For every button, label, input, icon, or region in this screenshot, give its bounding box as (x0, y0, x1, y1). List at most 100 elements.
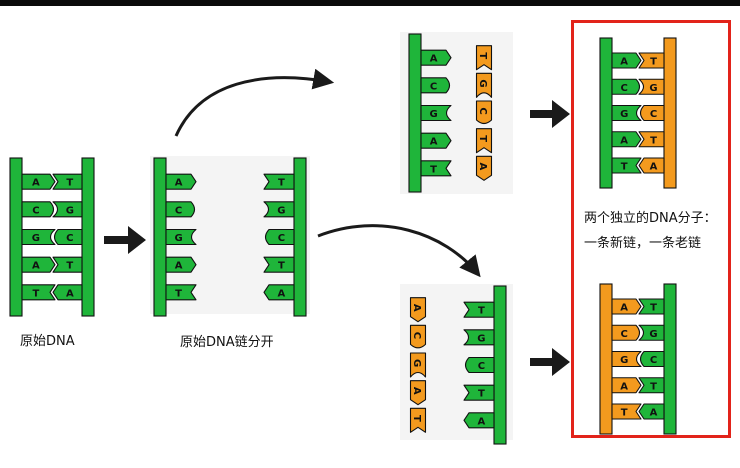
original-right-base-t: T (52, 256, 83, 273)
svg-text:G: G (649, 329, 657, 340)
original-right-base-g: G (52, 201, 83, 218)
result-bottom-right-base-c: C (639, 350, 665, 368)
separated-left-base-g: G (165, 228, 197, 246)
svg-text:T: T (477, 135, 488, 142)
svg-text:T: T (66, 261, 73, 272)
bottom-copy-strand-base-g: G (463, 329, 495, 346)
original-left-base-a: A (21, 173, 56, 190)
svg-text:T: T (621, 162, 628, 173)
svg-text:C: C (278, 233, 285, 244)
original-right-backbone (81, 157, 95, 317)
curved-arrow-to-top-copy (174, 68, 335, 137)
svg-text:C: C (430, 81, 437, 92)
result-top-right-base-t: T (638, 131, 665, 148)
svg-text:G: G (620, 109, 628, 120)
svg-text:T: T (650, 57, 657, 68)
result-top-left-base-c: C (611, 78, 641, 95)
svg-text:A: A (278, 288, 286, 299)
bottom-copy-free-nucleotide-a: A (409, 380, 427, 406)
svg-text:A: A (620, 303, 628, 314)
bottom-copy-strand-base-a: A (463, 412, 495, 429)
separated-left-backbone (153, 157, 167, 317)
svg-text:G: G (277, 205, 285, 216)
result-bottom-left-base-g: G (611, 350, 642, 368)
svg-text:C: C (478, 361, 485, 372)
svg-text:A: A (478, 416, 486, 427)
result-caption: 两个独立的DNA分子： 一条新链，一条老链 (584, 206, 734, 256)
svg-text:T: T (650, 303, 657, 314)
svg-text:T: T (278, 261, 285, 272)
svg-text:T: T (278, 178, 285, 189)
result-bottom-right-base-t: T (638, 298, 665, 315)
original-right-base-a: A (52, 284, 83, 301)
svg-text:T: T (175, 288, 182, 299)
svg-text:A: A (411, 387, 422, 395)
result-bottom-left-base-t: T (611, 403, 642, 420)
svg-text:A: A (430, 54, 438, 65)
top-copy-strand-base-c: C (420, 77, 451, 94)
svg-text:T: T (650, 135, 657, 146)
result-top-right-base-c: C (639, 104, 665, 122)
original-left-base-c: C (21, 201, 55, 218)
svg-text:A: A (650, 162, 658, 173)
result-bottom-left-base-a: A (611, 377, 642, 394)
svg-text:G: G (620, 355, 628, 366)
separated-left-base-a: A (165, 173, 197, 190)
result-bottom-left-base-a: A (611, 298, 642, 315)
svg-text:G: G (66, 205, 74, 216)
bottom-copy-free-nucleotide-a: A (409, 297, 427, 323)
svg-text:A: A (411, 304, 422, 312)
svg-text:T: T (621, 408, 628, 419)
svg-text:G: G (649, 83, 657, 94)
bottom-copy-free-nucleotide-g: G (409, 352, 427, 378)
svg-text:A: A (66, 288, 74, 299)
top-copy-strand-base-a: A (420, 49, 452, 66)
svg-text:A: A (477, 163, 488, 171)
svg-text:C: C (650, 109, 657, 120)
svg-text:C: C (411, 332, 422, 339)
svg-text:C: C (175, 205, 182, 216)
separated-right-base-c: C (264, 228, 295, 246)
svg-text:C: C (650, 355, 657, 366)
separated-right-base-t: T (263, 173, 295, 190)
top-copy-strand-base-a: A (420, 132, 452, 149)
svg-text:A: A (430, 137, 438, 148)
svg-text:T: T (478, 306, 485, 317)
original-right-base-t: T (52, 173, 83, 190)
arrow-bottom-to-result (530, 348, 570, 376)
top-copy-free-nucleotide-c: C (475, 100, 493, 125)
result-bottom-right-base-a: A (638, 403, 665, 420)
svg-text:G: G (429, 109, 437, 120)
svg-text:C: C (66, 233, 73, 244)
svg-text:T: T (477, 52, 488, 59)
svg-text:A: A (175, 178, 183, 189)
top-copy-free-nucleotide-t: T (475, 128, 493, 154)
svg-text:G: G (32, 233, 40, 244)
result-caption-line2: 一条新链，一条老链 (584, 236, 702, 251)
separated-right-base-t: T (263, 256, 295, 273)
svg-text:A: A (32, 178, 40, 189)
original-left-base-g: G (21, 228, 56, 246)
result-top-right-base-g: G (638, 78, 665, 95)
svg-text:A: A (620, 135, 628, 146)
top-copy-strand-backbone (408, 33, 422, 193)
result-highlight-box (571, 20, 731, 438)
svg-text:C: C (477, 107, 488, 114)
separated-left-base-c: C (165, 201, 196, 218)
separated-right-strand: T G C T A (263, 157, 307, 317)
separated-left-base-t: T (165, 284, 197, 301)
arrow-top-to-result (530, 100, 570, 128)
original-left-backbone (9, 157, 23, 317)
bottom-copy-strand-base-t: T (463, 301, 495, 318)
top-copy-strand-base-t: T (420, 160, 452, 177)
svg-text:T: T (430, 164, 437, 175)
svg-text:T: T (478, 389, 485, 400)
separated-right-backbone (293, 157, 307, 317)
bottom-copy-free-nucleotide-c: C (409, 324, 427, 349)
svg-text:A: A (620, 381, 628, 392)
top-edge-bar (0, 0, 740, 6)
